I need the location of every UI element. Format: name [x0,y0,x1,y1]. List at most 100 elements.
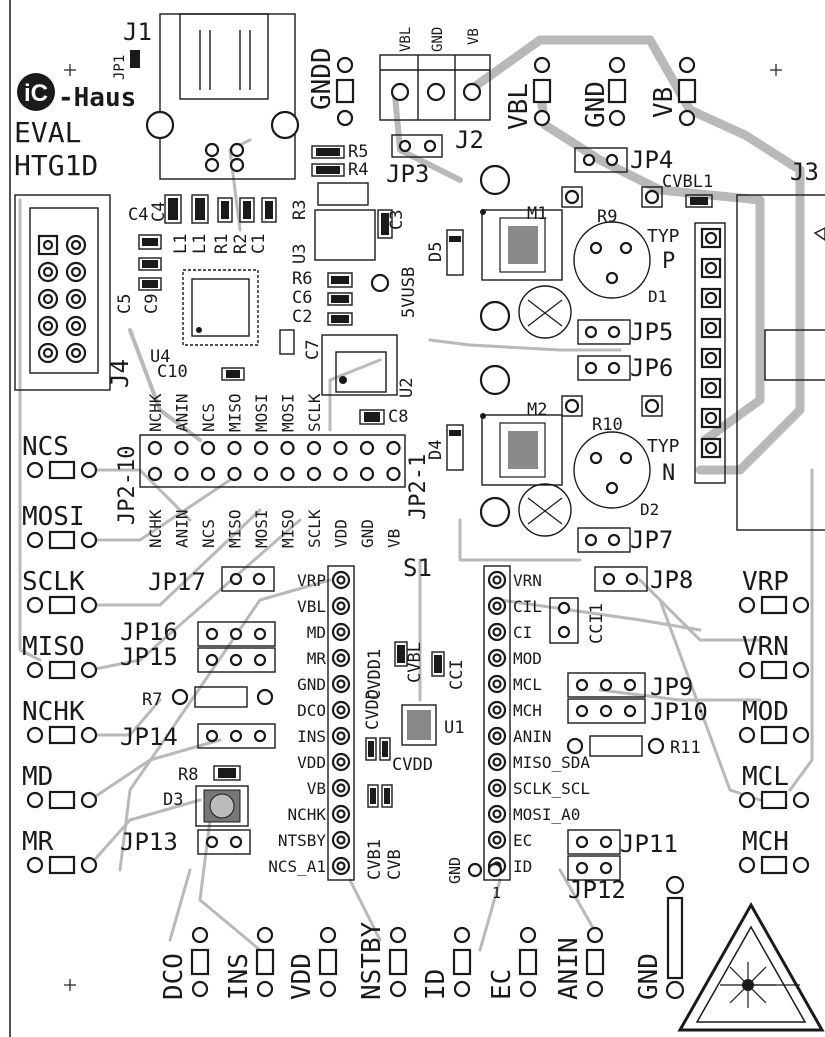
jp2-label: NCS [199,519,218,548]
jp2-pin [227,440,242,456]
jp4-outline [574,147,628,173]
u1-right-pin-label: SCLK_SCL [513,779,590,798]
label-cvdd-b: CVDD [392,755,433,775]
label-c1: C1 [249,234,269,254]
label-jp13: JP13 [120,828,178,856]
jp2-label: ANIN [173,509,192,548]
u1-left-pin-label: INS [297,727,326,746]
j3-pin-hole [704,381,718,395]
test-point-label-id: ID [421,969,451,1000]
ic-u4 [182,269,259,346]
label-c4: C4 [149,202,169,222]
jp2-pin [306,440,322,456]
mount-hole [479,300,511,332]
jp2-pin [333,440,348,456]
label-j2-vb: VB [466,28,482,45]
jp2-pin [359,466,375,482]
jp2-pin [359,440,375,456]
label-cci1: CCI1 [587,603,607,644]
test-point-id [452,926,472,998]
u1-decoupling-caps [365,641,445,808]
test-point-ins [255,926,275,998]
u1-right-pin-label: VRN [513,571,542,590]
label-jp3: JP3 [386,160,429,188]
label-r8: R8 [178,765,198,785]
label-d1: D1 [648,287,667,306]
label-j4: J4 [106,359,134,388]
u1-right-pin-label: MOSI_A0 [513,805,580,824]
j4-pin-hole [70,266,82,278]
u1-right-pin-label: MCL [513,675,542,694]
test-point-ec [518,926,538,998]
test-point-label-mr: MR [22,827,54,857]
label-r2: R2 [231,234,251,254]
u1-right-pin-hole [492,809,502,819]
button-d3 [195,785,249,827]
u1-left-pin-label: VBL [297,597,326,616]
label-n: N [662,461,675,486]
j4-pins [37,234,87,364]
gnd-test-point [607,56,627,127]
label-r1: R1 [212,234,232,254]
label-c7: C7 [303,340,323,360]
terminal-block-j2 [379,54,491,121]
u1-right-pin-label: CI [513,623,532,642]
label-r4: R4 [348,160,368,180]
jp2-header [139,434,406,488]
jp2-top-label: NCS [199,403,218,432]
j3-pin-hole [704,231,718,245]
jp2-label: VDD [332,519,351,548]
label-cvb1: CVB1 [365,839,385,880]
u1-right-pin-label: MCH [513,701,542,720]
u1-right-pin-hole [492,731,502,741]
label-gnd-top: GND [581,81,611,128]
mount-hole [479,496,511,528]
jp2-label: MISO [226,509,245,548]
label-d5: D5 [426,242,446,262]
j3-pins [700,227,722,459]
logo-text: -Haus [58,83,136,113]
jp2-pin [333,466,348,482]
label-jp9: JP9 [650,673,693,701]
label-jp1: JP1 [112,55,128,80]
u1-left-pin-label: VDD [297,753,326,772]
u1-left-pin-hole [336,653,346,663]
label-d3: D3 [163,790,183,810]
u1-left-pin-label: NCHK [287,805,326,824]
u1-left-pin-hole [336,783,346,793]
jp2-top-label: MOSI [279,393,298,432]
jp2-pin [306,466,322,482]
test-point-label-md: MD [22,762,53,792]
u1-right-pin-label: CIL [513,597,542,616]
label-r10: R10 [592,415,623,435]
u3-area [311,145,393,293]
jp2-pins [147,440,401,482]
test-point-label-nstby: NSTBY [357,921,387,1000]
jp2-pin [386,466,401,482]
test-point-miso [26,660,98,680]
label-cvb: CVB [385,849,405,880]
led-d1 [518,285,572,339]
u1-left-pin-hole [336,601,346,611]
j3-pin-hole [704,351,718,365]
u1-left-pin-label: MR [307,649,327,668]
trimpot-r9 [573,221,651,299]
u1-left-pin-label: VRP [297,571,326,590]
label-jp15: JP15 [120,643,178,671]
u1-right-pin-hole [492,705,502,715]
label-vbl-top: VBL [504,83,534,130]
label-jp8: JP8 [650,566,693,594]
label-c2: C2 [292,307,312,327]
label-typ-n: TYP [647,436,680,457]
header-j3 [694,194,825,531]
label-d4: D4 [426,440,446,460]
jp2-pin [200,466,216,482]
u1-right-pin-label: MISO_SDA [513,753,590,772]
resistor-r7 [171,686,274,708]
jp2-pin [253,466,269,482]
test-point-label-gnd: GND [634,953,664,1000]
label-u2: U2 [397,378,417,398]
u1-right-pin-hole [492,575,502,585]
